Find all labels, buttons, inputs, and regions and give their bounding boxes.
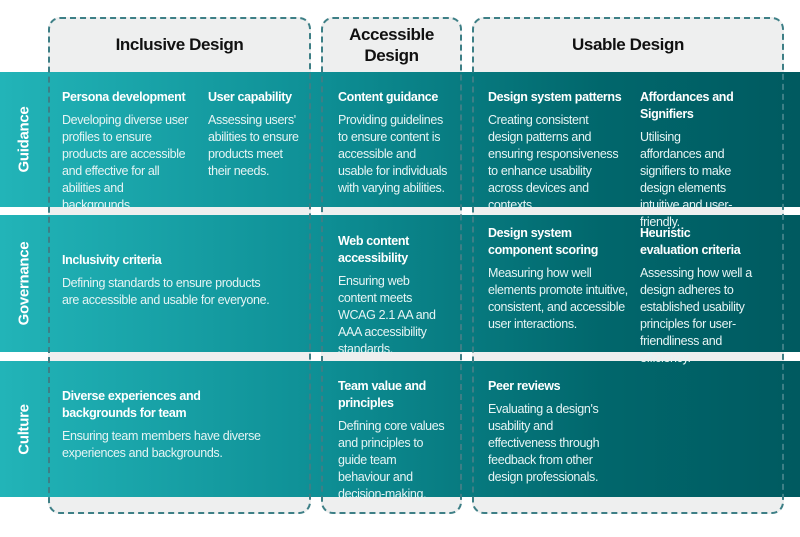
cell-heading: Web content accessibility <box>338 234 409 265</box>
cell-body: Providing guidelines to ensure content i… <box>338 113 448 195</box>
cell-body: Creating consistent design patterns and … <box>488 113 619 212</box>
column-title: Accessible Design <box>349 24 434 65</box>
cell-heading: Affordances and Signifiers <box>640 90 734 121</box>
cell-body: Utilising affordances and signifiers to … <box>640 130 733 229</box>
column-header-accessible: Accessible Design <box>321 17 462 72</box>
cell-heading: Inclusivity criteria <box>62 253 162 267</box>
cell-body: Assessing users' abilities to ensure pro… <box>208 113 299 178</box>
cell-body: Evaluating a design's usability and effe… <box>488 402 600 484</box>
cell-body: Ensuring team members have diverse exper… <box>62 429 261 460</box>
row-label-governance: Governance <box>0 215 48 352</box>
cell-heading: Heuristic evaluation criteria <box>640 226 741 257</box>
cell-body: Defining core values and principles to g… <box>338 419 445 501</box>
column-title: Inclusive Design <box>115 35 244 54</box>
row-label-text: Governance <box>15 241 33 326</box>
cell-heading: Diverse experiences and backgrounds for … <box>62 389 201 420</box>
row-label-text: Culture <box>15 403 33 455</box>
cell-heading: Design system component scoring <box>488 226 599 257</box>
cell-heading: Peer reviews <box>488 379 561 393</box>
row-band-governance <box>0 215 800 352</box>
cell-body: Assessing how well a design adheres to e… <box>640 266 752 365</box>
cell-body: Ensuring web content meets WCAG 2.1 AA a… <box>338 274 436 356</box>
row-band-culture <box>0 361 800 497</box>
cell-heading: Team value and principles <box>338 379 426 410</box>
cell-heading: Content guidance <box>338 90 438 104</box>
cell-body: Measuring how well elements promote intu… <box>488 266 628 331</box>
row-label-culture: Culture <box>0 361 48 497</box>
row-label-text: Guidance <box>15 106 33 173</box>
row-band-guidance <box>0 72 800 207</box>
column-header-usable: Usable Design <box>472 17 784 72</box>
column-accessible-outline <box>321 17 462 514</box>
cell-heading: User capability <box>208 90 292 104</box>
column-usable-outline <box>472 17 784 514</box>
column-header-inclusive: Inclusive Design <box>48 17 311 72</box>
cell-body: Developing diverse user profiles to ensu… <box>62 113 189 212</box>
cell-heading: Persona development <box>62 90 186 104</box>
column-title: Usable Design <box>572 35 684 54</box>
cell-heading: Design system patterns <box>488 90 622 104</box>
cell-body: Defining standards to ensure products ar… <box>62 276 270 307</box>
column-inclusive-outline <box>48 17 311 514</box>
cell-diverse-experiences: Diverse experiences and backgrounds for … <box>62 388 262 462</box>
row-label-guidance: Guidance <box>0 72 48 207</box>
